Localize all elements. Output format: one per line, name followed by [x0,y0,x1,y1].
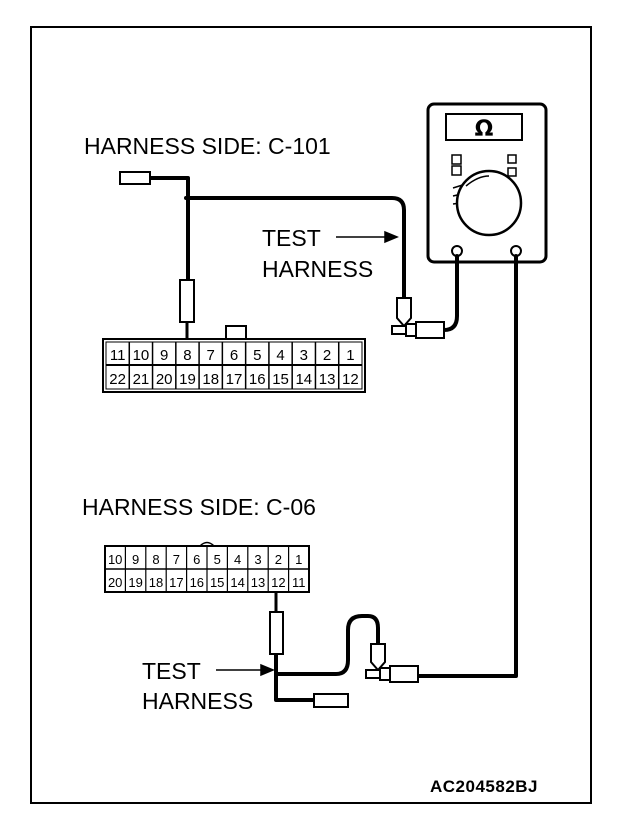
meter-button [507,154,517,164]
wires [148,176,518,702]
top-harness-wire [184,196,406,300]
pin-number: 11 [110,347,126,364]
pointer-arrows [216,230,399,677]
pin-number: 9 [160,347,168,364]
pin-number: 1 [346,347,354,364]
pin-number: 8 [152,552,159,567]
test-harness-label-line2: HARNESS [262,256,374,282]
pin-number: 22 [109,371,126,388]
pin-number: 21 [133,371,150,388]
pin-number: 20 [156,371,173,388]
figure-reference-code: AC204582BJ [430,777,539,796]
pin-number: 5 [214,552,221,567]
harness-probe-icon [179,279,195,323]
pin-number: 3 [254,552,261,567]
test-harness-label-line1: TEST [262,225,321,251]
pin-number: 12 [342,371,359,388]
pin-number: 17 [226,371,243,388]
multimeter: Ω [426,102,548,264]
pin-number: 10 [108,552,122,567]
com-lead-wire [440,254,459,332]
arrow-head-icon [260,663,275,677]
harness-probe-icon [269,611,284,655]
alligator-clip-icon [415,321,445,339]
ohm-lead-wire [416,254,518,678]
pin-number: 17 [169,575,183,590]
top-harness-wire [148,176,190,282]
ohm-symbol: Ω [475,117,494,142]
pin-number: 10 [133,347,150,364]
pin-number: 4 [234,552,241,567]
pin-number: 7 [173,552,180,567]
bottom-harness-wire [274,650,316,702]
test-harness-label-line1: TEST [142,658,201,684]
pin-number: 16 [249,371,266,388]
meter-button [507,167,517,177]
meter-button [451,154,462,165]
selector-dial-icon [455,169,523,237]
pin-number: 9 [132,552,139,567]
test-harness-label-line2: HARNESS [142,688,254,714]
pin-number: 15 [272,371,289,388]
pin-number: 19 [179,371,196,388]
connector-latch [199,541,215,547]
diagram-frame [30,26,592,804]
pin-number: 6 [193,552,200,567]
pin-number: 18 [202,371,219,388]
pin-number: 18 [149,575,163,590]
probe-tip-icon [370,643,386,672]
meter-button [451,165,462,176]
pin-number: 16 [190,575,204,590]
pin-number: 20 [108,575,122,590]
pin-number: 4 [276,347,284,364]
harness-plug-icon [119,171,151,185]
pin-number: 13 [319,371,336,388]
connector-latch [225,325,247,340]
pin-number: 13 [251,575,265,590]
bottom-harness-wire [274,614,380,676]
pin-number: 6 [230,347,238,364]
alligator-clip-icon [389,665,419,683]
harness-plug-icon [313,693,349,708]
arrow-head-icon [384,230,399,244]
pin-number: 14 [230,575,244,590]
pin-number: 7 [207,347,215,364]
pin-number: 2 [275,552,282,567]
connector-c101-label: HARNESS SIDE: C-101 [84,133,331,159]
connector-c06-label: HARNESS SIDE: C-06 [82,494,316,520]
pin-number: 15 [210,575,224,590]
pin-number: 3 [300,347,308,364]
pin-number: 19 [128,575,142,590]
multimeter-display [445,113,523,141]
pin-number: 5 [253,347,261,364]
pin-number: 1 [295,552,302,567]
pin-number: 11 [292,575,306,590]
pin-number: 8 [183,347,191,364]
pin-number: 14 [295,371,312,388]
probe-tip-icon [396,297,412,328]
pin-number: 12 [271,575,285,590]
pin-number: 2 [323,347,331,364]
bottom-test-harness [269,592,419,708]
